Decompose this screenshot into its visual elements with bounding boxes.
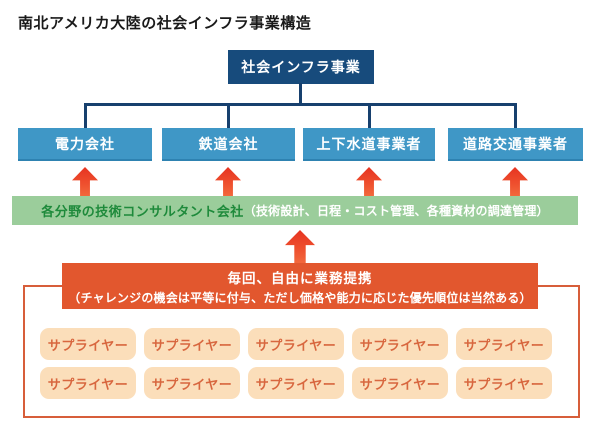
- supplier-chip: サプライヤー: [40, 367, 136, 399]
- diagram-title: 南北アメリカ大陸の社会インフラ事業構造: [18, 15, 312, 32]
- connector-horizontal: [84, 103, 517, 106]
- company-box-railway: 鉄道会社: [162, 128, 295, 161]
- company-box-road: 道路交通事業者: [448, 128, 583, 161]
- connector-stub-railway: [227, 103, 230, 128]
- up-arrow-icon: [72, 167, 98, 196]
- partnership-line2: （チャレンジの機会は平等に付与、ただし価格や能力に応じた優先順位は当然ある）: [68, 290, 532, 305]
- connector-root-stub: [299, 83, 302, 104]
- supplier-chip: サプライヤー: [40, 328, 136, 360]
- company-box-water: 上下水道事業者: [303, 128, 435, 161]
- consultant-bar-label: 各分野の技術コンサルタント会社: [41, 204, 244, 219]
- up-arrow-icon: [502, 167, 528, 196]
- up-arrow-icon: [215, 167, 241, 196]
- supplier-chip: サプライヤー: [144, 328, 240, 360]
- consultant-bar-detail: （技術設計、日程・コスト管理、各種資材の調達管理）: [243, 204, 549, 218]
- up-arrow-icon: [356, 167, 382, 196]
- connector-stub-electric: [84, 103, 87, 128]
- supplier-chip: サプライヤー: [456, 328, 552, 360]
- supplier-chip: サプライヤー: [352, 367, 448, 399]
- supplier-chip: サプライヤー: [456, 367, 552, 399]
- connector-stub-road: [514, 103, 517, 128]
- supplier-chip: サプライヤー: [248, 367, 344, 399]
- consultant-bar: 各分野の技術コンサルタント会社（技術設計、日程・コスト管理、各種資材の調達管理）: [12, 196, 578, 225]
- up-arrow-icon: [285, 230, 315, 263]
- supplier-chip: サプライヤー: [352, 328, 448, 360]
- partnership-box: 毎回、自由に業務提携 （チャレンジの機会は平等に付与、ただし価格や能力に応じた優…: [62, 263, 538, 309]
- supplier-chip: サプライヤー: [144, 367, 240, 399]
- partnership-line1: 毎回、自由に業務提携: [227, 270, 373, 286]
- supplier-chip: サプライヤー: [248, 328, 344, 360]
- company-box-electric: 電力会社: [18, 128, 152, 161]
- root-box-social-infrastructure: 社会インフラ事業: [228, 50, 374, 84]
- connector-stub-water: [368, 103, 371, 128]
